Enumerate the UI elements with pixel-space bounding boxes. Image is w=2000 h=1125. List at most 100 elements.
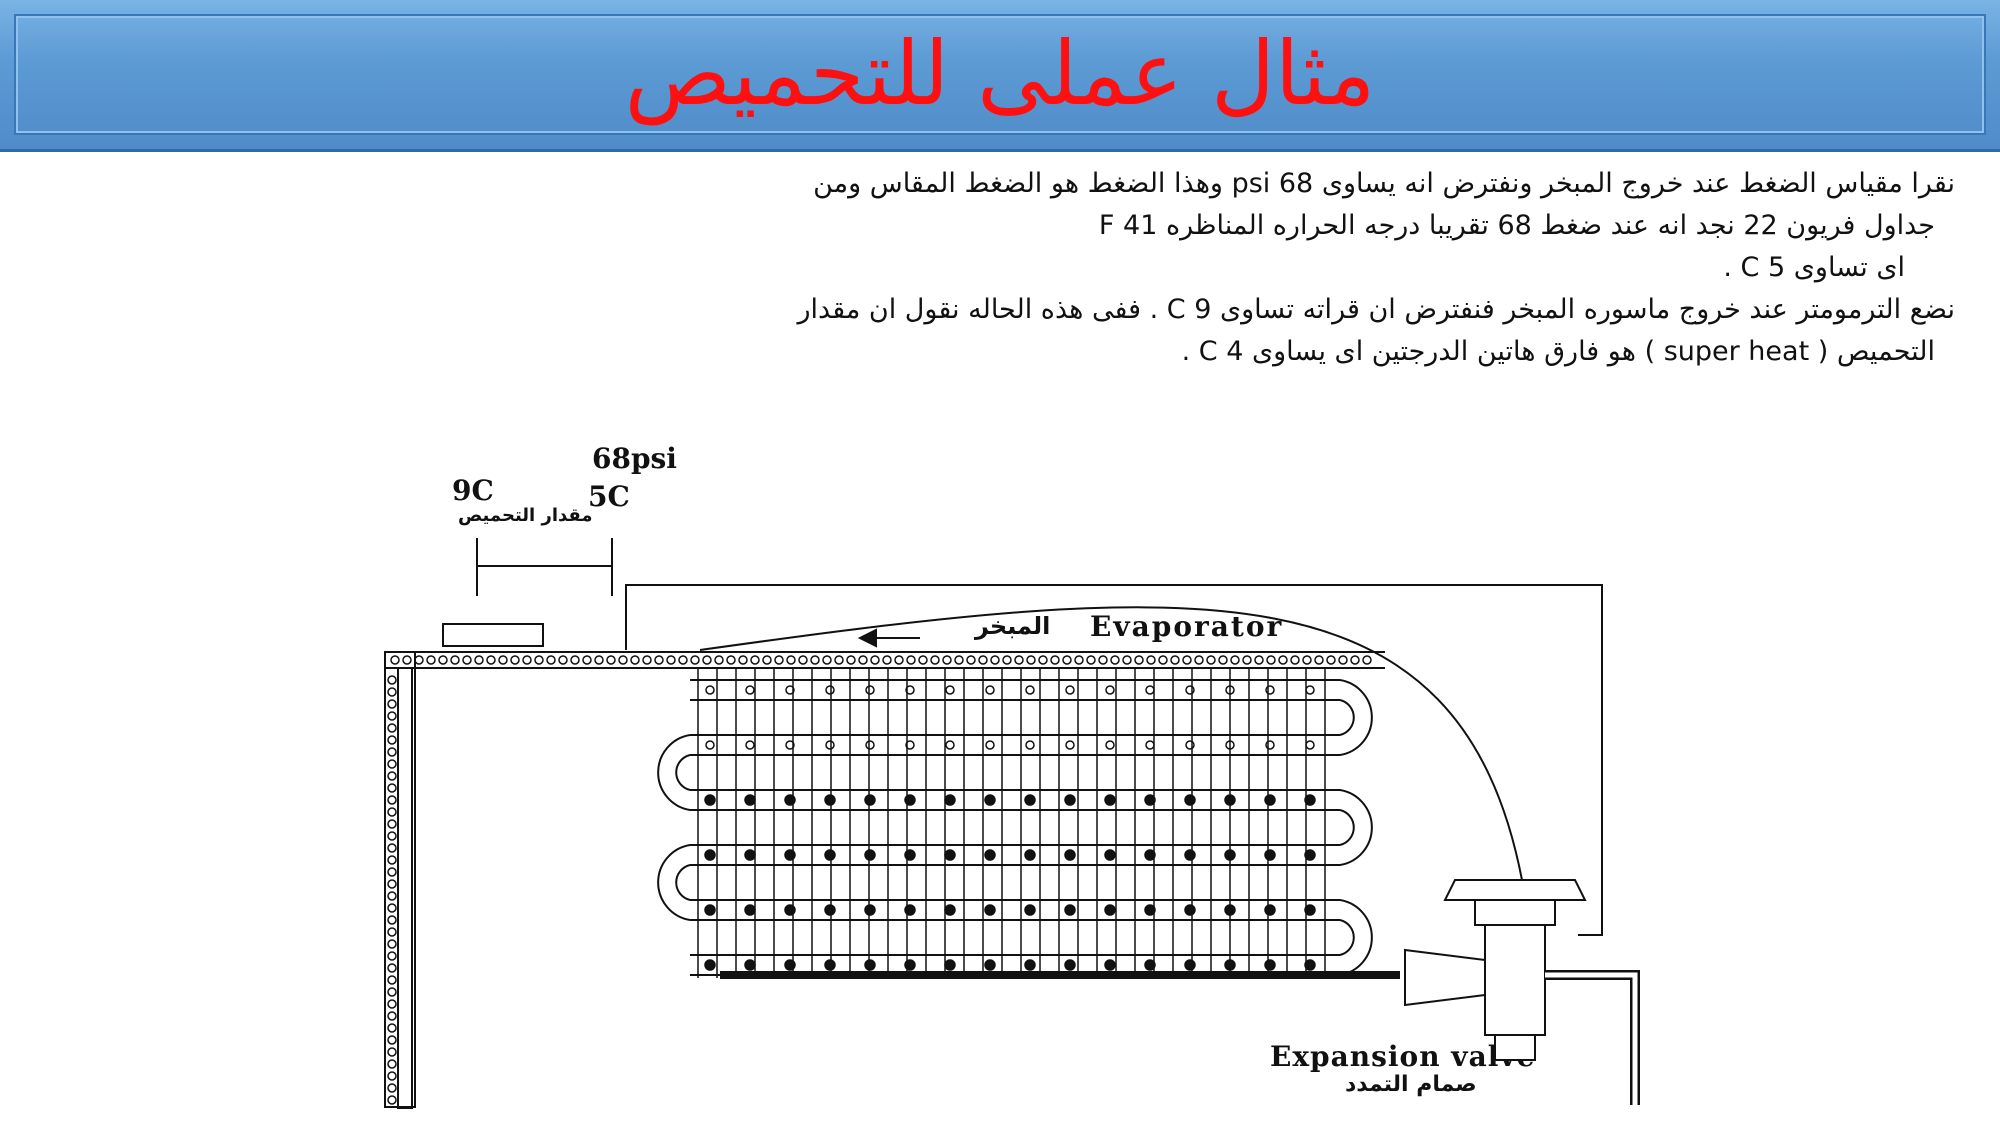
tube-circle [738,655,748,665]
refrigerant-dot [744,904,756,916]
tube-circle [1218,655,1228,665]
inlet-pipe [1545,970,1640,1105]
tube-circle [387,1059,397,1069]
tube-bend [657,734,691,811]
refrigerant-dot [1064,904,1076,916]
refrigerant-dot [1224,794,1236,806]
tube-circle [474,655,484,665]
tube-circle [942,655,952,665]
tube-circle [1266,655,1276,665]
tube-circle [1122,655,1132,665]
refrigerant-dot [705,740,715,750]
tube-circle [762,655,772,665]
refrigerant-dot [1184,849,1196,861]
refrigerant-dot [1265,740,1275,750]
tube-circle [387,1011,397,1021]
evaporator-diagram [384,538,1640,1109]
tube-circle [666,655,676,665]
tube-circle [387,711,397,721]
tube-circle [387,939,397,949]
refrigerant-dot [864,849,876,861]
refrigerant-dot [1144,959,1156,971]
left-pipe-outer [384,651,416,1108]
tube-circle [387,723,397,733]
temp-sensor-label: 9C [452,474,494,507]
tube-bend-inner [1339,699,1355,736]
tube-bend [1339,789,1373,866]
tube-circle [387,783,397,793]
tube-circle [486,655,496,665]
tube-circle [1254,655,1264,665]
tube-circle [534,655,544,665]
valve-body [1484,924,1546,1036]
refrigerant-dot [1185,740,1195,750]
refrigerant-dot [1224,959,1236,971]
tube-circle [438,655,448,665]
refrigerant-dot [904,794,916,806]
tube-circle [774,655,784,665]
title-bevel [14,14,1986,135]
refrigerant-dot [1264,794,1276,806]
tube-circle [546,655,556,665]
valve-outlet [1404,948,1486,1007]
tube-circle [387,795,397,805]
tube-circle [1230,655,1240,665]
tube-circle [1026,655,1036,665]
refrigerant-dot [904,849,916,861]
refrigerant-dot [1105,685,1115,695]
tube-circle [594,655,604,665]
refrigerant-dot [1025,685,1035,695]
tube-circle [414,655,424,665]
tube-circle [798,655,808,665]
refrigerant-dot [825,685,835,695]
tube-circle [1170,655,1180,665]
refrigerant-dot [744,959,756,971]
refrigerant-dot [1264,959,1276,971]
refrigerant-dot [784,849,796,861]
refrigerant-dot [944,794,956,806]
tube-circle [1050,655,1060,665]
refrigerant-dot [824,959,836,971]
refrigerant-dot [1225,740,1235,750]
refrigerant-dot [745,740,755,750]
tube-circle [642,655,652,665]
tube-circle [498,655,508,665]
tube-bend-inner [675,864,691,901]
tube-circle [387,747,397,757]
pressure-label: 68psi [592,442,677,475]
tube-circle [387,915,397,925]
tube-circle [387,975,397,985]
left-pipe-inner [397,667,413,1109]
tube-circle [387,771,397,781]
tube-circle [834,655,844,665]
refrigerant-dot [1184,794,1196,806]
tube-circle [894,655,904,665]
tube-circle [1074,655,1084,665]
refrigerant-dot [1305,685,1315,695]
tube-circle [966,655,976,665]
tube-circle [582,655,592,665]
refrigerant-dot [824,794,836,806]
refrigerant-dot [945,685,955,695]
refrigerant-dot [904,904,916,916]
refrigerant-dot [1145,740,1155,750]
valve-cap [1494,1034,1536,1061]
refrigerant-dot [1224,849,1236,861]
refrigerant-dot [1145,685,1155,695]
refrigerant-dot [1105,740,1115,750]
tube-circle [1362,655,1372,665]
tube-circle [1098,655,1108,665]
refrigerant-dot [865,740,875,750]
tube-circle [654,655,664,665]
tube-circle [387,927,397,937]
tube-circle [387,843,397,853]
tube-bend-inner [1339,809,1355,846]
refrigerant-dot [984,849,996,861]
refrigerant-dot [704,794,716,806]
capillary-line [699,606,1523,881]
tube-circle [387,1071,397,1081]
tube-circle [714,655,724,665]
tube-circle [1146,655,1156,665]
refrigerant-dot [705,685,715,695]
tube-circle [387,735,397,745]
